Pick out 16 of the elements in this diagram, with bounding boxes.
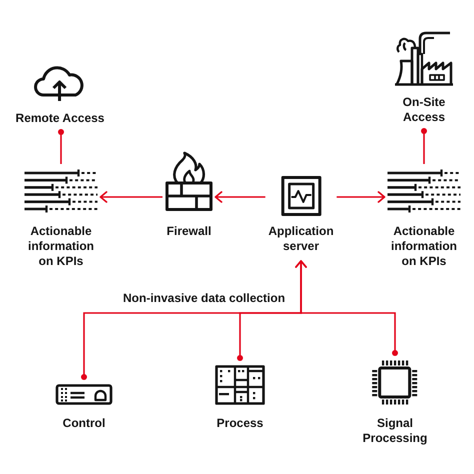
arrow	[214, 191, 266, 203]
node-label: Process	[216, 416, 264, 431]
flow-label: Non-invasive data collection	[123, 291, 286, 306]
node-label: Control	[62, 416, 106, 431]
dot-connector	[421, 128, 427, 164]
node-label: Remote Access	[16, 111, 104, 126]
dot-connector	[58, 129, 64, 164]
arrow	[336, 191, 386, 203]
node-label: Firewall	[166, 224, 212, 239]
node-label: Actionable information on KPIs	[391, 224, 457, 269]
node-label: Signal Processing	[362, 416, 428, 446]
node-label: Application server	[268, 224, 334, 254]
arrow	[100, 191, 162, 203]
node-label: Actionable information on KPIs	[28, 224, 94, 269]
arrow	[295, 260, 398, 356]
node-label: On-Site Access	[402, 95, 446, 125]
